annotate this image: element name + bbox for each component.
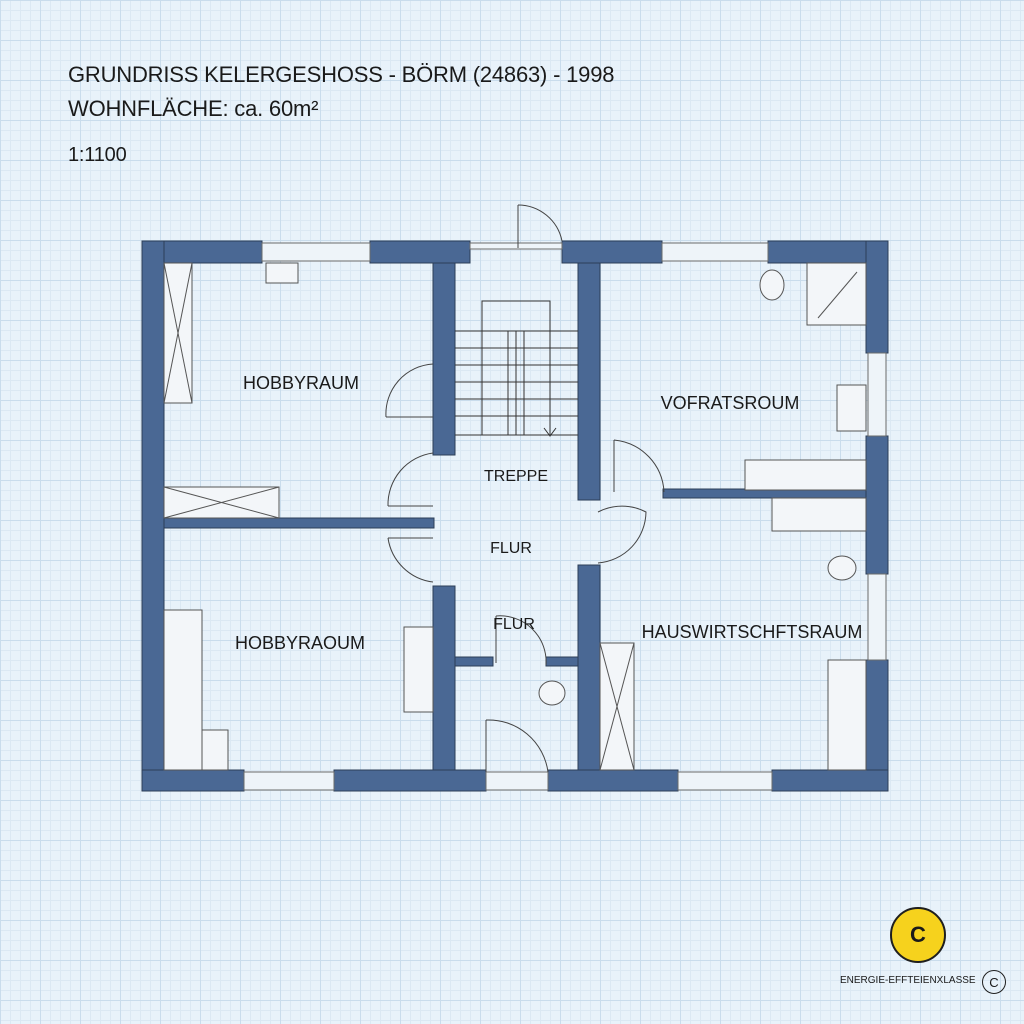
wall <box>547 769 679 792</box>
wall <box>163 517 435 529</box>
room-label-hobbyraum-2: HOBBYRAOUM <box>234 633 366 653</box>
title: GRUNDRISS KELERGESHOSS - BÖRM (24863) - … <box>68 62 615 87</box>
window <box>867 573 887 661</box>
energy-class-label: ENERGIE-EFFTEIENXLASSE <box>840 975 976 986</box>
sink <box>836 384 867 432</box>
wall <box>141 240 165 792</box>
copyright-icon: C <box>982 970 1006 994</box>
energy-class-badge: C <box>890 907 946 963</box>
window <box>261 242 371 262</box>
toilet <box>538 680 566 706</box>
wall <box>369 240 471 264</box>
wall <box>865 435 889 575</box>
wall <box>577 262 601 501</box>
toilet <box>759 269 785 301</box>
wall <box>432 262 456 456</box>
room-label-flur: FLUR <box>490 540 532 557</box>
radiator <box>265 262 299 284</box>
window <box>661 242 769 262</box>
room-label-hauswirtschaftsraum: HAUSWIRTSCHFTSRAUM <box>641 622 863 642</box>
window <box>243 771 335 791</box>
room-label-hobbyraum: HOBBYRAUM <box>242 373 360 393</box>
wall <box>454 656 494 667</box>
room-label-treppe: TREPPE <box>483 468 549 485</box>
window <box>469 242 563 250</box>
wall <box>432 585 456 771</box>
window <box>867 352 887 437</box>
wall <box>333 769 487 792</box>
toilet <box>827 555 857 581</box>
wall <box>771 769 889 792</box>
wall <box>545 656 579 667</box>
counter <box>744 459 867 491</box>
scale-label: 1:1100 <box>68 144 127 166</box>
room-label-vorratsraum: VOFRATSROUM <box>660 393 800 413</box>
wall <box>865 240 889 354</box>
room-label-flur-2: FLUR <box>493 616 535 633</box>
wall <box>577 564 601 771</box>
living-area: WOHNFLÄCHE: ca. 60m² <box>68 96 319 121</box>
window <box>485 771 549 791</box>
wall <box>141 769 245 792</box>
window <box>677 771 773 791</box>
wall <box>561 240 663 264</box>
